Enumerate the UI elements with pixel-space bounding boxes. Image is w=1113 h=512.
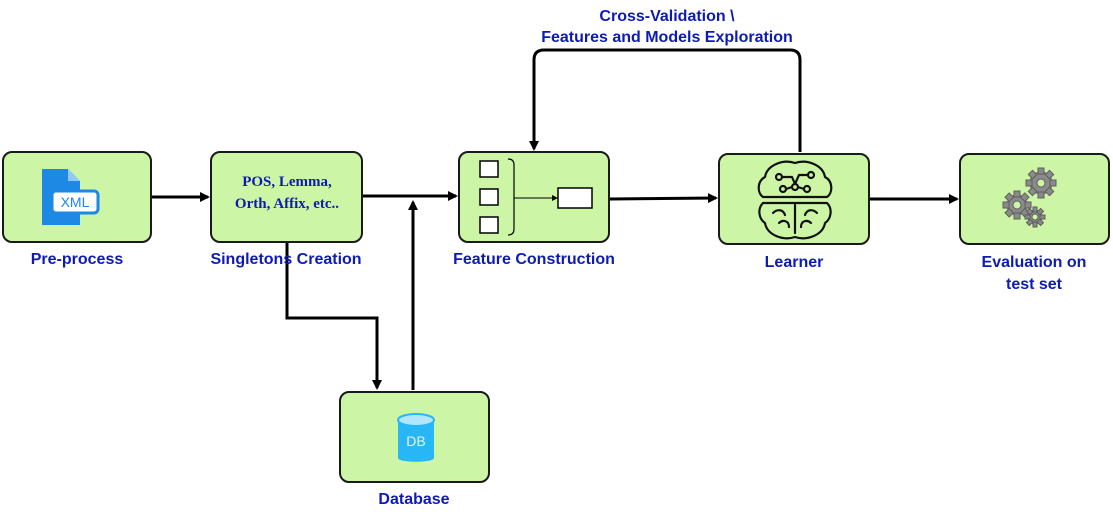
node-singletons[interactable]: POS, Lemma, Orth, Affix, etc..: [210, 151, 363, 243]
node-feature-construction[interactable]: [458, 151, 610, 243]
label-preprocess: Pre-process: [30, 251, 124, 268]
db-icon-text: DB: [406, 433, 425, 449]
database-icon: DB: [397, 413, 435, 462]
xml-file-icon: XML: [42, 169, 100, 225]
label-database: Database: [378, 491, 450, 508]
label-feature-construction: Feature Construction: [453, 251, 615, 268]
edge-singletons-database: [285, 242, 382, 390]
node-learner[interactable]: [718, 153, 870, 245]
gears-icon: [1002, 167, 1057, 228]
node-evaluation[interactable]: [959, 153, 1110, 245]
label-evaluation-line2: test set: [1005, 276, 1063, 293]
brain-circuit-icon: [757, 160, 833, 240]
edge-feature-learner: [609, 193, 718, 204]
singletons-content-line2: Orth, Affix, etc..: [234, 196, 340, 212]
label-evaluation-line1: Evaluation on: [981, 254, 1087, 271]
label-singletons: Singletons Creation: [210, 251, 362, 268]
loop-label-line1: Cross-Validation \: [599, 8, 735, 25]
xml-icon-text: XML: [61, 194, 90, 210]
label-learner: Learner: [764, 254, 824, 271]
edge-loop-cross-validation: [529, 48, 802, 152]
node-database[interactable]: DB: [339, 391, 490, 483]
singletons-content-line1: POS, Lemma,: [242, 174, 332, 190]
node-preprocess[interactable]: XML: [2, 151, 152, 243]
loop-label-line2: Features and Models Exploration: [541, 29, 793, 46]
feature-construction-icon: [479, 158, 593, 236]
